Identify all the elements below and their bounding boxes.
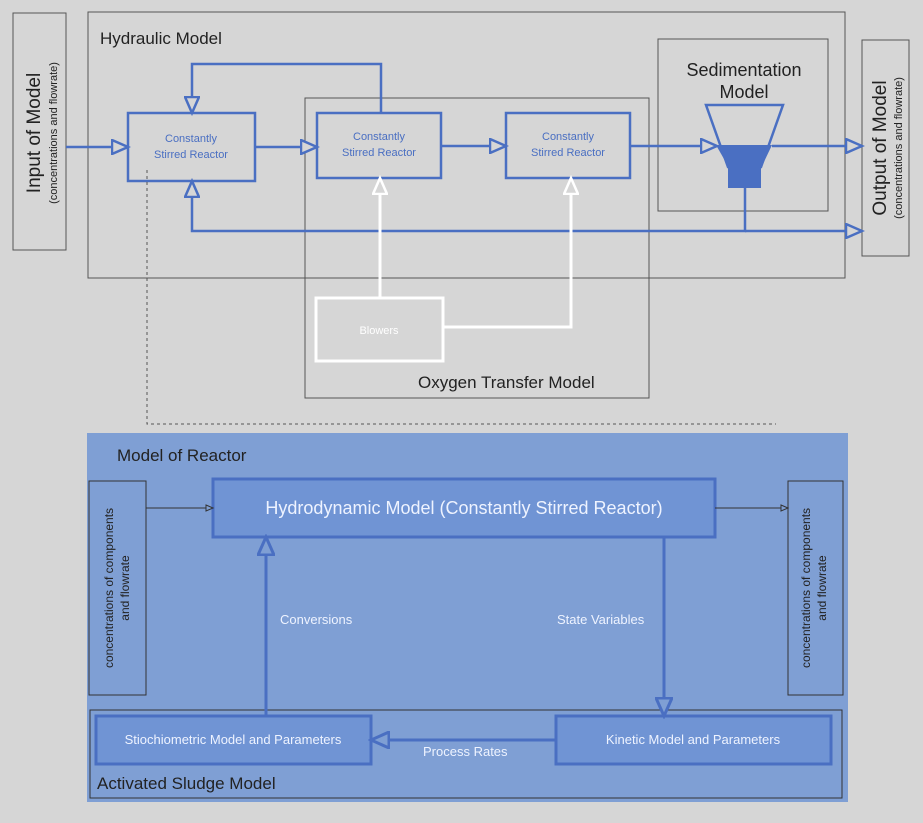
- activated-sludge-model-label: Activated Sludge Model: [97, 774, 276, 793]
- state-variables-label: State Variables: [557, 612, 645, 627]
- reactor-1-line2: Stirred Reactor: [154, 149, 228, 161]
- reactor-3-box: [504, 111, 632, 180]
- input-model-title: Input of Model: [24, 73, 45, 193]
- right-io-line2: and flowrate: [815, 555, 829, 621]
- reactor-2-line2: Stirred Reactor: [342, 147, 416, 159]
- reactor-3-line1: Constantly: [542, 131, 594, 143]
- flow-lines: [66, 62, 862, 231]
- reactor-3-line2: Stirred Reactor: [531, 147, 605, 159]
- left-io-line2: and flowrate: [118, 555, 132, 621]
- stoichiometric-model-label: Stiochiometric Model and Parameters: [125, 732, 342, 747]
- zoom-dashed-lines: [146, 170, 776, 425]
- reactor-2-line1: Constantly: [353, 131, 405, 143]
- oxygen-transfer-model-region: [304, 97, 650, 399]
- activated-sludge-model-region: [89, 709, 843, 799]
- reactor-model-flows: [266, 537, 664, 740]
- right-io-box: [787, 480, 844, 696]
- kinetic-model-box: [554, 714, 833, 766]
- sedimentation-model-line2: Model: [719, 82, 768, 102]
- input-model-box: [12, 12, 67, 251]
- model-of-reactor-title: Model of Reactor: [117, 446, 247, 465]
- output-model-subtitle: (concentrations and flowrate): [893, 77, 905, 219]
- reactor-1-line1: Constantly: [165, 133, 217, 145]
- left-io-box: [88, 480, 147, 696]
- hydrodynamic-model-label: Hydrodynamic Model (Constantly Stirred R…: [265, 498, 662, 518]
- hydraulic-model-label: Hydraulic Model: [100, 29, 222, 48]
- left-io-line1: concentrations of components: [102, 508, 116, 668]
- oxygen-transfer-model-label: Oxygen Transfer Model: [418, 373, 595, 392]
- right-io-line1: concentrations of components: [799, 508, 813, 668]
- sedimentation-model-line1: Sedimentation: [686, 60, 801, 80]
- sedimentation-model-region: [657, 38, 829, 212]
- output-model-title: Output of Model: [870, 80, 891, 215]
- kinetic-model-label: Kinetic Model and Parameters: [606, 732, 781, 747]
- process-rates-label: Process Rates: [423, 744, 508, 759]
- output-model-box: [861, 39, 910, 257]
- blowers-label: Blowers: [359, 325, 399, 337]
- conversions-label: Conversions: [280, 612, 353, 627]
- input-model-subtitle: (concentrations and flowrate): [48, 62, 60, 204]
- stoichiometric-model-box: [94, 714, 373, 766]
- reactor-2-box: [315, 111, 443, 180]
- air-supply-lines: [380, 178, 571, 329]
- settling-tank-icon: [704, 103, 785, 188]
